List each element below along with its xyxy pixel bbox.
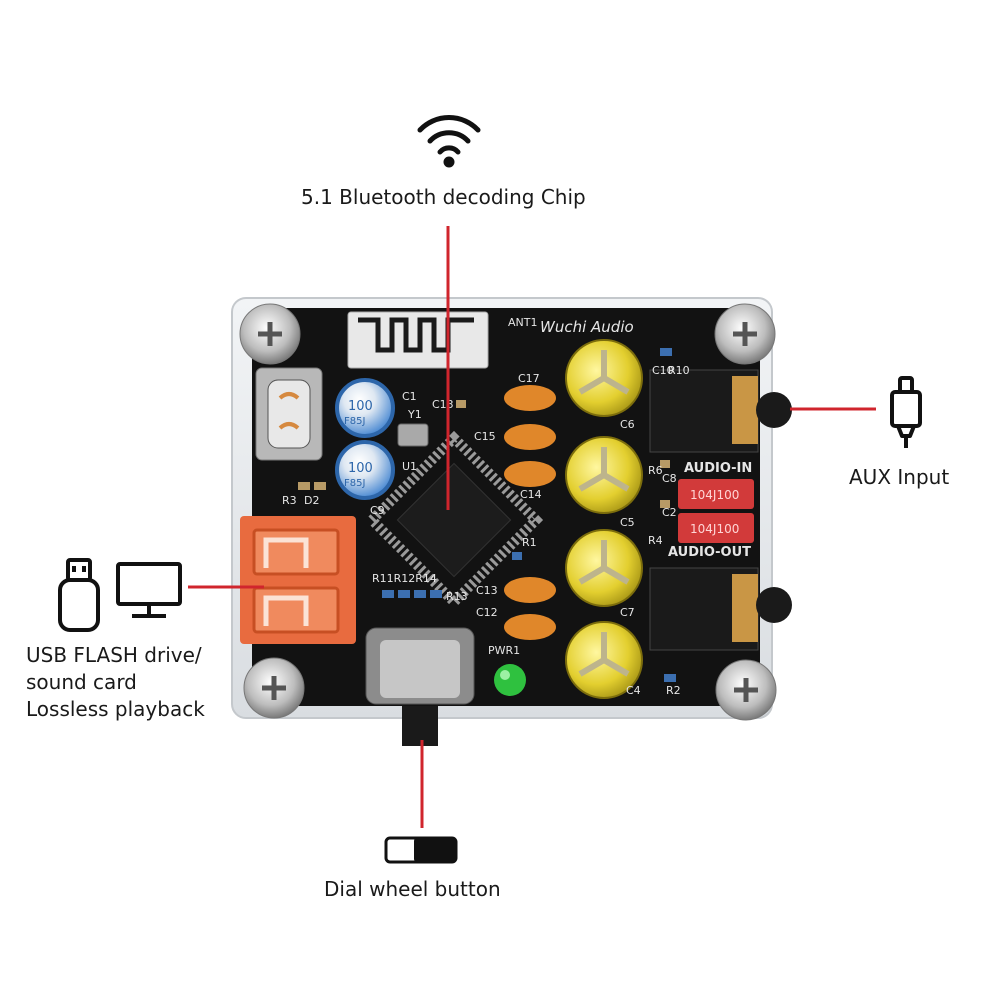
label-usb-2: sound card	[26, 670, 137, 694]
elec-cap-text-4: F85J	[344, 478, 365, 489]
crystal-y1	[397, 423, 429, 447]
gold-capacitor-c5	[565, 436, 643, 514]
film-cap-label-bottom: 104J100	[690, 522, 739, 536]
silk-c15: C15	[474, 430, 496, 443]
antenna-trace	[358, 317, 474, 353]
silk-r13: R13	[446, 590, 468, 603]
silk-c4: C4	[626, 684, 641, 697]
film-capacitor-top	[678, 479, 754, 509]
rca-plug-icon	[890, 376, 922, 448]
dial-wheel	[365, 627, 475, 746]
label-dial: Dial wheel button	[324, 877, 501, 901]
ceramic-cap-c15	[504, 424, 556, 450]
label-chip: 5.1 Bluetooth decoding Chip	[301, 185, 586, 209]
silk-r4: R4	[648, 534, 663, 547]
silk-c10: C10	[652, 364, 674, 377]
film-capacitor-bottom	[678, 513, 754, 543]
wifi-icon	[417, 115, 481, 168]
silk-r-group: R11R12R14	[372, 572, 437, 585]
label-usb-1: USB FLASH drive/	[26, 643, 202, 667]
ceramic-cap-c17	[504, 385, 556, 411]
screw-top-left	[239, 303, 301, 365]
silk-c2: C2	[662, 506, 677, 519]
label-usb-3: Lossless playback	[26, 697, 205, 721]
power-led	[494, 664, 526, 696]
ceramic-cap-c12	[504, 614, 556, 640]
silk-audio-in: AUDIO-IN	[684, 461, 752, 476]
resistor-row	[382, 590, 442, 598]
silk-c5: C5	[620, 516, 635, 529]
usb-stick-icon	[58, 558, 100, 632]
silk-r2: R2	[666, 684, 681, 697]
silk-brand: Wuchi Audio	[540, 318, 634, 336]
silk-r3: R3	[282, 494, 297, 507]
elec-cap-text-1: 100	[348, 399, 373, 414]
silk-c6: C6	[620, 418, 635, 431]
silk-r1: R1	[522, 536, 537, 549]
silk-u1: U1	[402, 460, 417, 473]
screw-bottom-left	[243, 657, 305, 719]
silk-audio-out: AUDIO-OUT	[668, 545, 751, 560]
toggle-switch-icon	[384, 836, 458, 864]
label-aux: AUX Input	[849, 465, 950, 489]
screw-top-right	[714, 303, 776, 365]
blue-capacitor-c1	[335, 378, 395, 438]
silk-c7: C7	[620, 606, 635, 619]
silk-c8: C8	[662, 472, 677, 485]
silk-c1: C1	[402, 390, 417, 403]
silk-c13: C13	[476, 584, 498, 597]
silk-r6: R6	[648, 464, 663, 477]
silk-c12: C12	[476, 606, 498, 619]
audio-out-jack	[649, 567, 792, 651]
monitor-icon	[116, 562, 182, 618]
ceramic-cap-c13	[504, 577, 556, 603]
ceramic-cap-c14	[504, 461, 556, 487]
audio-in-jack	[649, 369, 792, 453]
elec-cap-text-3: 100	[348, 461, 373, 476]
silk-y1: Y1	[407, 408, 422, 421]
silk-c9: C9	[370, 504, 385, 517]
blue-capacitor-c9	[335, 440, 395, 500]
silk-r10: R10	[668, 364, 690, 377]
film-cap-label-top: 104J100	[690, 488, 739, 502]
silk-c17: C17	[518, 372, 540, 385]
gold-capacitor-c4	[565, 621, 643, 699]
screw-bottom-right	[715, 659, 777, 721]
gold-capacitor-c6	[565, 339, 643, 417]
bluetooth-chip	[364, 430, 544, 610]
elec-cap-text-2: F85J	[344, 416, 365, 427]
gold-capacitor-c7	[565, 529, 643, 607]
silk-c14: C14	[520, 488, 542, 501]
silk-d2: D2	[304, 494, 319, 507]
silk-c13b: C13	[432, 398, 454, 411]
silk-pwr: PWR1	[488, 644, 520, 657]
silk-ant: ANT1	[508, 316, 537, 329]
